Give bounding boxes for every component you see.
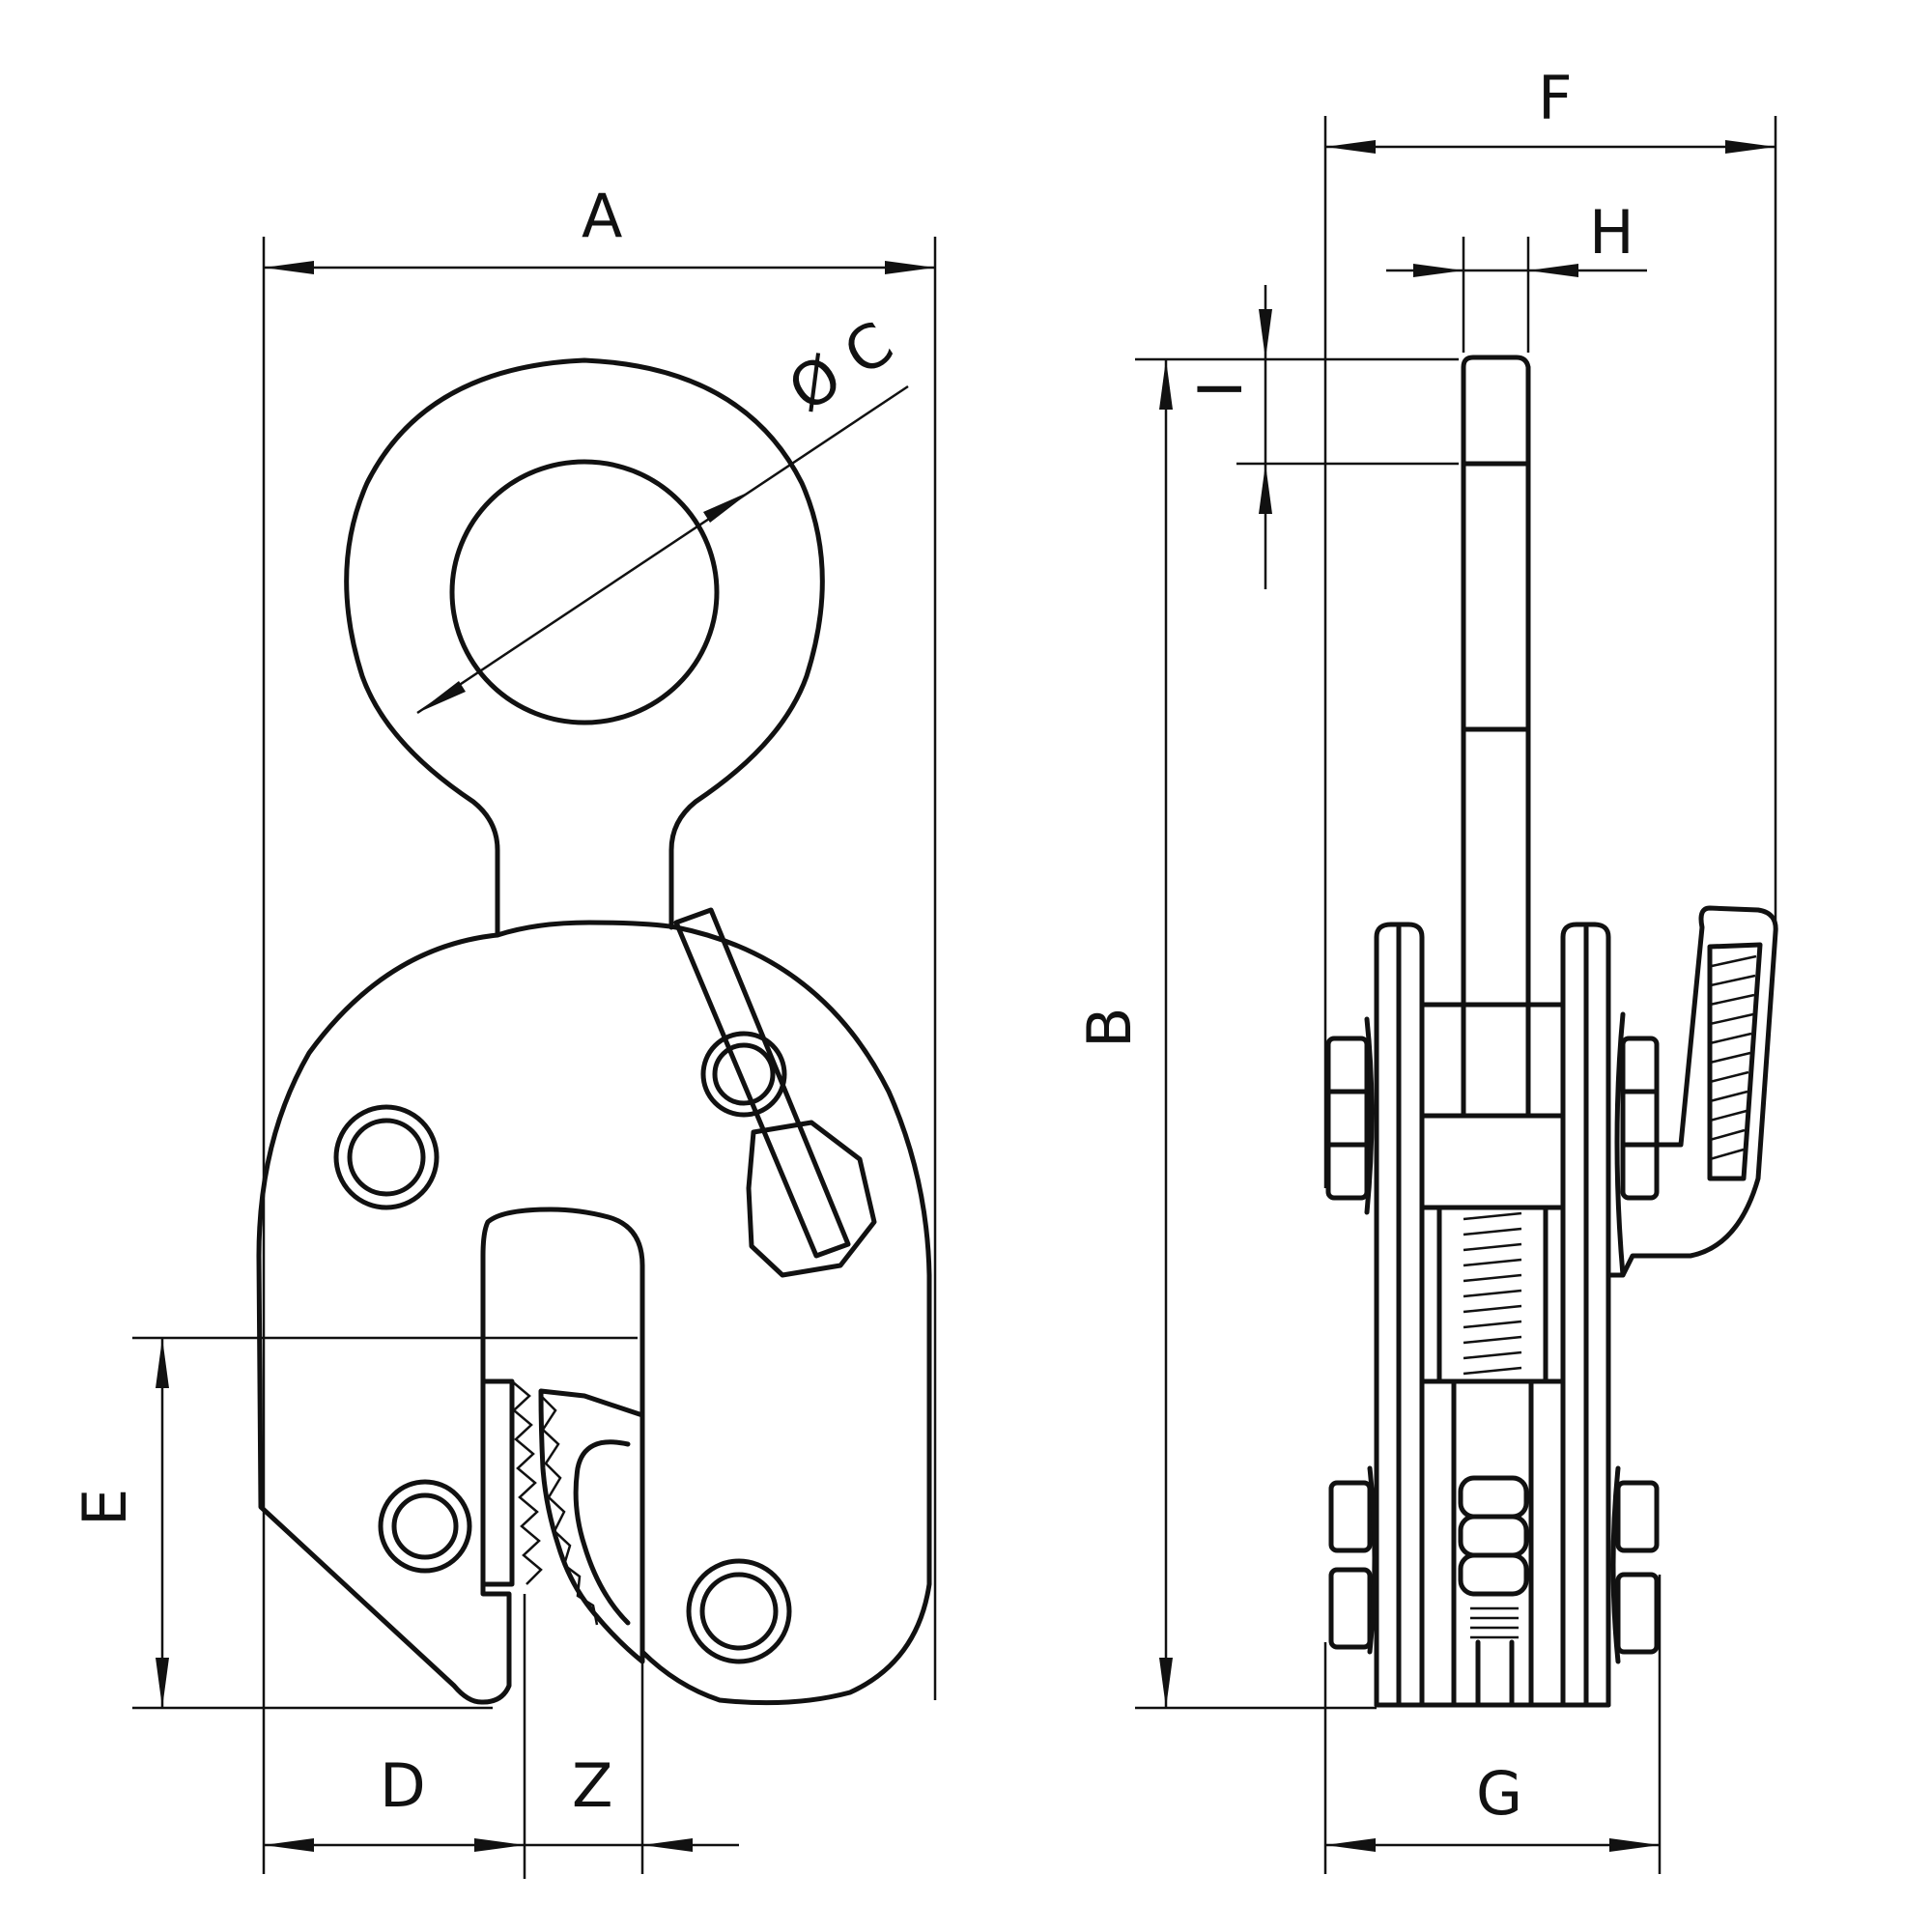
right-lower-nut-1	[1615, 1480, 1660, 1553]
lifting-eye-hole	[449, 459, 720, 725]
lower-left-bolt-inner	[391, 1492, 459, 1560]
left-side-plate	[1374, 922, 1425, 1708]
spring-coil	[1463, 1211, 1522, 1376]
right-lower-nut-2	[1615, 1572, 1660, 1655]
side-view	[1325, 355, 1778, 1708]
cam-segment	[538, 1388, 645, 1664]
cam-inner-slot	[573, 1439, 631, 1626]
dim-label-f: F	[1538, 63, 1573, 133]
dim-label-d: D	[380, 1750, 426, 1821]
dim-label-b: B	[1074, 1007, 1145, 1048]
jaw-pad	[480, 1378, 515, 1587]
clamp-body-outline	[256, 920, 932, 1706]
front-view-dimensions: A Ø C E D Z	[70, 181, 937, 1879]
pivot-block	[1419, 1113, 1566, 1210]
left-upper-nut	[1325, 1036, 1370, 1201]
dim-label-h: H	[1589, 197, 1634, 268]
cam-teeth	[540, 1395, 599, 1626]
lifting-eye-outline	[344, 357, 825, 938]
side-view-dimensions: F H B I G	[1074, 63, 1777, 1874]
dim-label-c: Ø C	[776, 307, 905, 425]
lower-right-bolt-inner	[699, 1572, 779, 1651]
dim-label-a: A	[582, 181, 622, 251]
upper-right-bolt-inner	[712, 1042, 776, 1106]
dim-label-z: Z	[572, 1750, 612, 1821]
lower-right-bolt-outer	[686, 1558, 792, 1664]
lever-hex-nut	[746, 1120, 877, 1278]
left-bolt-inner	[347, 1118, 426, 1197]
left-bolt-outer	[333, 1104, 440, 1210]
left-lower-nut-1	[1328, 1480, 1373, 1553]
lower-left-bolt-outer	[378, 1479, 472, 1574]
dim-label-i: I	[1185, 381, 1256, 398]
upper-right-bolt	[700, 1031, 787, 1118]
right-upper-nut	[1620, 1036, 1660, 1201]
locking-lever	[673, 907, 851, 1259]
left-lower-nut-2	[1328, 1567, 1373, 1650]
right-side-plate	[1560, 922, 1611, 1708]
eye-plate	[1461, 355, 1531, 1119]
dim-label-g: G	[1476, 1758, 1522, 1829]
dim-label-e: E	[70, 1489, 140, 1526]
front-view	[256, 357, 932, 1706]
jaw-teeth	[511, 1380, 543, 1585]
